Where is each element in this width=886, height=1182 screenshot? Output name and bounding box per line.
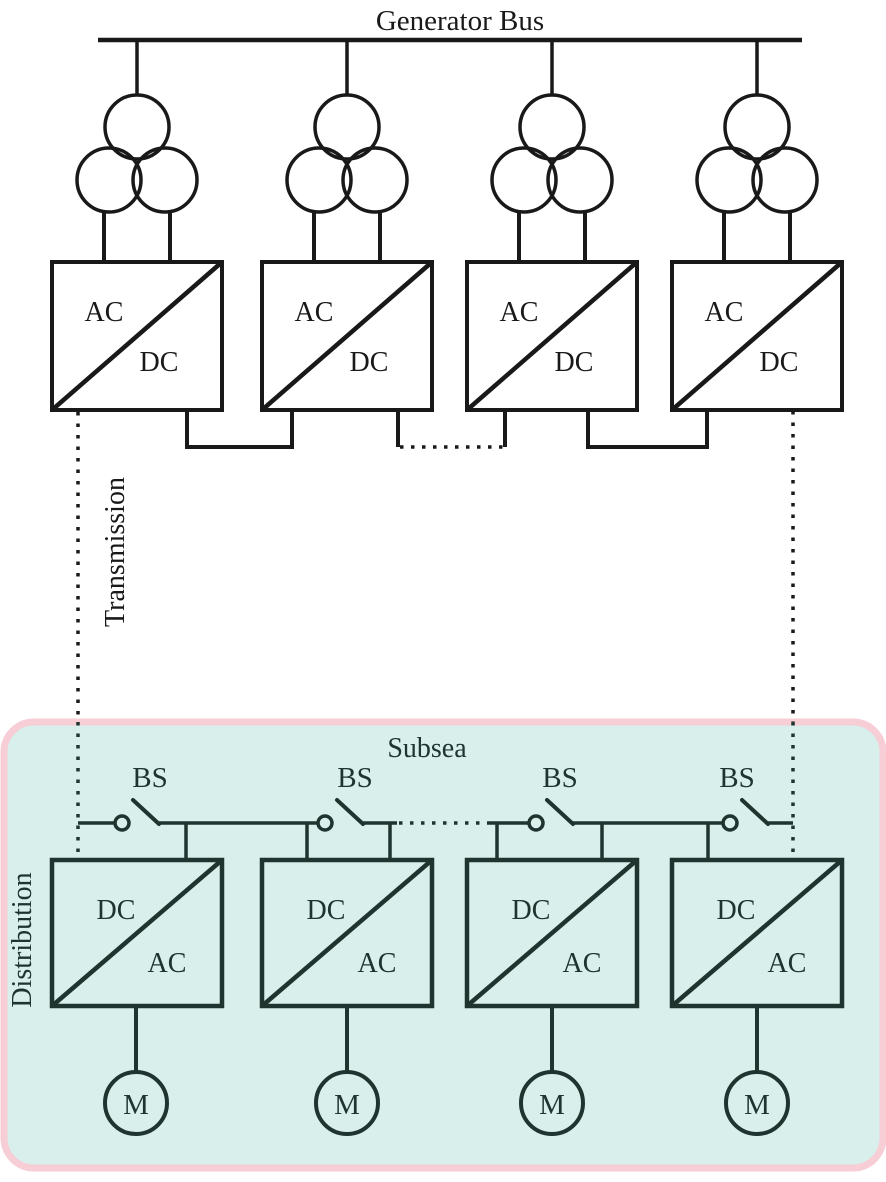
motor-icon	[314, 1070, 380, 1136]
converter-input-label: AC	[295, 297, 334, 328]
transformer-icon	[103, 93, 171, 161]
generator-section	[50, 37, 844, 449]
subsea-unit-2	[259, 857, 435, 1136]
subsea-label: Subsea	[387, 733, 467, 764]
transformer-icon	[695, 146, 763, 214]
transformer-icon	[751, 146, 819, 214]
generation-unit-3	[465, 40, 639, 412]
converter-diagonal	[670, 260, 844, 412]
converter-input-label: DC	[717, 895, 756, 926]
motor-label: M	[539, 1089, 565, 1121]
converter-diagonal	[50, 260, 224, 412]
switch-contact-icon	[527, 814, 545, 832]
converter-input-label: AC	[705, 297, 744, 328]
converter-output-label: AC	[768, 948, 807, 979]
dc-link-1-2	[185, 410, 294, 449]
bypass-switch-label: BS	[719, 762, 754, 794]
motor-label: M	[123, 1089, 149, 1121]
switch-contact-icon	[721, 814, 739, 832]
bypass-switch-2	[316, 798, 365, 832]
transformer-icon	[546, 146, 614, 214]
subsea-unit-1	[49, 857, 225, 1136]
transformer-icon	[723, 93, 791, 161]
converter-input-label: DC	[512, 895, 551, 926]
motor-icon	[519, 1070, 585, 1136]
converter-output-label: DC	[760, 347, 799, 378]
generator-bus-title: Generator Bus	[376, 5, 544, 37]
switch-contact-icon	[113, 814, 131, 832]
converter-output-label: AC	[563, 948, 602, 979]
converter-input-label: AC	[500, 297, 539, 328]
bypass-switch-3	[527, 798, 575, 832]
switch-blade-icon	[545, 798, 575, 826]
converter-diagonal	[670, 858, 844, 1008]
ac-dc-converter-box	[260, 260, 434, 412]
motor-icon	[103, 1070, 169, 1136]
switch-blade-icon	[131, 798, 161, 826]
bypass-switch-4	[721, 798, 770, 832]
transmission-section	[76, 411, 795, 861]
subsea-unit-4	[669, 857, 845, 1136]
generation-unit-4	[670, 40, 844, 412]
converter-output-label: AC	[148, 948, 187, 979]
transmission-label: Transmission	[100, 477, 131, 627]
ac-dc-converter-box	[670, 260, 844, 412]
transformer-icon	[285, 146, 353, 214]
converter-diagonal	[50, 858, 224, 1008]
generation-unit-2	[260, 40, 434, 412]
converter-output-label: DC	[140, 347, 179, 378]
converter-diagonal	[260, 260, 434, 412]
converter-diagonal	[260, 858, 434, 1008]
motor-label: M	[744, 1089, 770, 1121]
switch-contact-icon	[316, 814, 334, 832]
bypass-switch-label: BS	[337, 762, 372, 794]
subsea-distribution	[49, 798, 845, 1136]
bypass-switch-label: BS	[132, 762, 167, 794]
converter-output-label: DC	[350, 347, 389, 378]
converter-output-label: AC	[358, 948, 397, 979]
transformer-icon	[75, 146, 143, 214]
dc-link-3-4	[586, 410, 709, 449]
subsea-unit-3	[464, 857, 640, 1136]
ac-dc-converter-box	[50, 260, 224, 412]
ac-dc-converter-box	[465, 260, 639, 412]
motor-label: M	[334, 1089, 360, 1121]
converter-input-label: AC	[85, 297, 124, 328]
converter-diagonal	[465, 260, 639, 412]
converter-diagonal	[465, 858, 639, 1008]
converter-input-label: DC	[307, 895, 346, 926]
motor-icon	[724, 1070, 790, 1136]
transformer-icon	[341, 146, 409, 214]
distribution-label: Distribution	[7, 872, 38, 1007]
bypass-switch-1	[113, 798, 161, 832]
generation-unit-1	[50, 40, 224, 412]
switch-blade-icon	[740, 798, 770, 826]
transformer-icon	[518, 93, 586, 161]
labels-layer: Generator Bus AC DC AC DC AC DC AC DC Tr…	[7, 5, 806, 1121]
switch-blade-icon	[335, 798, 365, 826]
bypass-switch-label: BS	[542, 762, 577, 794]
transformer-icon	[131, 146, 199, 214]
subsea-region	[0, 718, 886, 1172]
converter-input-label: DC	[97, 895, 136, 926]
transformer-icon	[490, 146, 558, 214]
converter-output-label: DC	[555, 347, 594, 378]
transformer-icon	[313, 93, 381, 161]
